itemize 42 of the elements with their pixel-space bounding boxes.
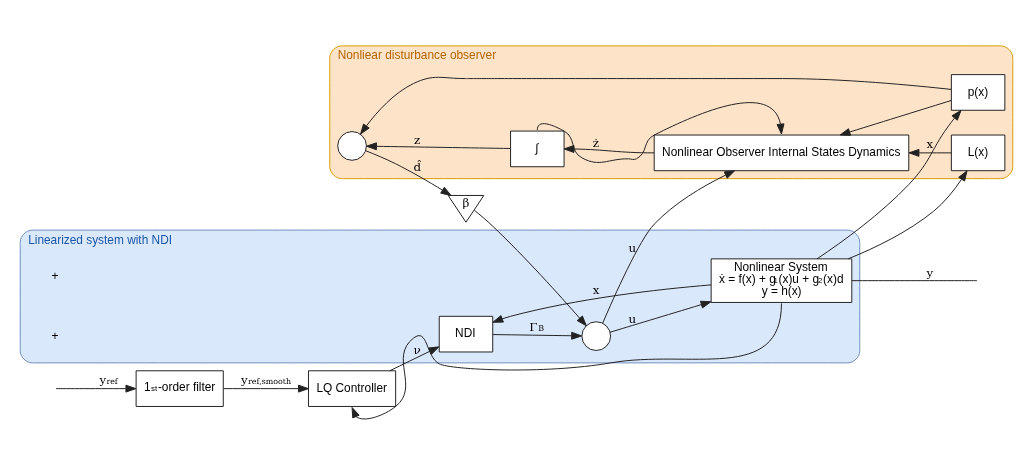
arrow <box>473 209 587 327</box>
edge-label: ΓB <box>529 319 545 334</box>
node-circle <box>337 131 367 161</box>
node-box: p(x) <box>950 74 1006 111</box>
arrow <box>492 284 712 323</box>
arrow <box>563 145 655 154</box>
node-box: Nonlinear System ẋ = f(x) + g1(x)u + g2(x)d y = h(x) <box>710 258 853 303</box>
edge-label: u <box>628 311 637 326</box>
arrow <box>602 170 736 324</box>
node-circle <box>581 321 612 351</box>
arrow <box>351 302 782 420</box>
edge-label: u <box>628 240 637 255</box>
arrow <box>908 148 952 157</box>
node-box: NDI <box>438 315 494 353</box>
arrow <box>55 384 137 393</box>
arrow <box>366 142 511 151</box>
edge-label: z <box>413 132 421 147</box>
arrow <box>609 300 712 333</box>
edge-label: ν <box>413 342 421 357</box>
arrow <box>365 150 452 196</box>
arrow <box>492 331 583 340</box>
node-box: LQ Controller <box>308 370 397 407</box>
connector <box>851 280 978 282</box>
node-box: 1st-order filter <box>135 370 224 407</box>
arrow <box>847 170 968 260</box>
edge-label: ż <box>592 135 600 150</box>
arrow <box>389 346 440 372</box>
edge-label: x <box>926 136 934 151</box>
node-box: ∫ <box>510 130 565 168</box>
node-box: L(x) <box>950 134 1006 172</box>
arrow <box>816 109 962 260</box>
edge-label: d̂ <box>413 160 422 175</box>
edge-label: y <box>926 266 934 281</box>
arrow <box>223 384 309 393</box>
label: + <box>51 329 59 344</box>
node-box: Nonlinear Observer Internal States Dynamics <box>653 134 910 172</box>
arrow <box>360 76 952 135</box>
arrow <box>839 100 952 136</box>
edge-label: yref <box>99 373 118 388</box>
edge-label: x <box>592 283 600 298</box>
edge-label: yref,smooth <box>241 373 292 388</box>
label: + <box>51 268 59 283</box>
